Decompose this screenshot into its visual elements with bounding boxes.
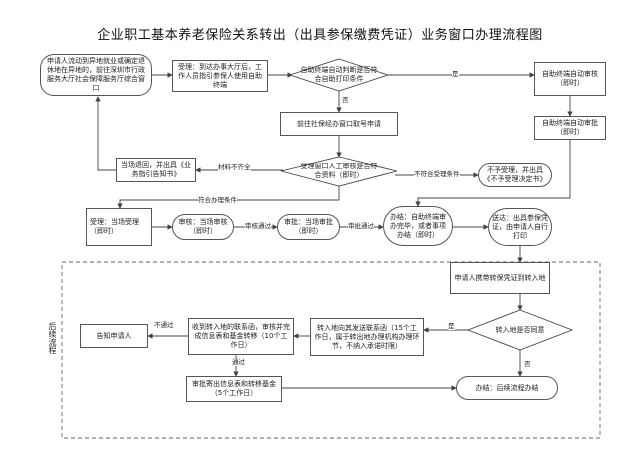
transfer-out-text: 审批寄出信息表和转移基金（5个工作日）	[192, 380, 276, 397]
edge-label-no-1: 否	[342, 96, 349, 104]
decision-transfer-agree	[466, 309, 574, 351]
carry-text: 申请人携带转保凭证到转入地	[454, 273, 546, 282]
decision-self-print-label: 自助终端自动判断是否符合自助打印条件	[300, 65, 378, 85]
guide-node: 当场退回，并出具《业务指引告知书》	[116, 158, 196, 182]
edge-label-materials-incomplete: 材料不齐全	[218, 163, 251, 171]
edge-guide-start	[95, 96, 116, 171]
edge-label-review-pass: 审核通过	[245, 222, 271, 230]
accept2-text: 受理：当场受理（即时）	[90, 218, 139, 235]
decision-manual-review	[280, 156, 398, 187]
transfer-letter-text: 转入地向其发送联系函（15个工作日，属于转出地办理机构办理环节，不纳入承诺时限）	[314, 323, 420, 350]
reject-text: 不予受理，并出具《不予受理决定书》	[483, 166, 547, 183]
receive-node: 收到转入地的联系函，审核并完成信息表和基金转移（10个工作日）	[188, 318, 294, 355]
review-node: 审核：当场审核（即时）	[172, 214, 234, 240]
goto-window-text: 前往社保经办窗口取号申请	[297, 119, 381, 128]
inform-node: 告知申请人	[80, 324, 148, 348]
edge-auto2-done	[415, 140, 571, 207]
auto-approve-text: 自助终端自动审批（即时）	[542, 119, 598, 136]
edge-label-approve-pass: 审批通过	[348, 222, 374, 230]
accept2-node: 受理：当场受理（即时）	[86, 208, 152, 246]
carry-node: 申请人携带转保凭证到转入地	[450, 262, 550, 294]
review-text: 审核：当场审核（即时）	[178, 218, 228, 235]
follow-up-region	[61, 261, 601, 439]
final-text: 办结：后续流程办结	[475, 383, 539, 392]
deliver-text: 送达：出具参保凭证，由申请人自行打印	[492, 213, 548, 240]
receive-text: 收到转入地的联系函，审核并完成信息表和基金转移（10个工作日）	[192, 323, 290, 349]
decision-self-print	[288, 58, 390, 92]
accept-node: 受理：到达办事大厅后，工作人员指引参保人使用自助终端	[172, 60, 268, 92]
done-node: 办结：自助终端审办完毕，或者事项办结（即时）	[383, 206, 453, 246]
decision-transfer-agree-text: 转入地是否同意	[495, 325, 545, 334]
edge-label-no-pass: 不通过	[154, 321, 174, 329]
final-node: 办结：后续流程办结	[456, 376, 558, 400]
decision-self-print-text: 自助终端自动判断是否符合自助打印条件	[300, 66, 378, 83]
edge-label-yes-2: 是	[448, 322, 455, 330]
decision-manual-review-label: 受理窗口人工审核是否符合资料（即时）	[298, 163, 380, 179]
approve-node: 审批：当场审批（即时）	[277, 214, 340, 240]
decision-transfer-agree-label: 转入地是否同意	[482, 324, 558, 336]
page-title: 企业职工基本养老保险关系转出（出具参保缴费凭证）业务窗口办理流程图	[97, 28, 543, 43]
guide-text: 当场退回，并出具《业务指引告知书》	[121, 161, 191, 178]
reject-node: 不予受理，并出具《不予受理决定书》	[478, 163, 552, 187]
accept-node-text: 受理：到达办事大厅后，工作人员指引参保人使用自助终端	[178, 62, 262, 89]
approve-text: 审批：当场审批（即时）	[284, 218, 333, 235]
edge-label-yes-1: 是	[452, 70, 459, 78]
start-node-text: 申请人流动到异地就业或确定退休地在异地的，前往深圳市行政服务大厅社会保障服务厅综…	[47, 57, 145, 92]
edge-label-eligible: 符合办理条件	[198, 196, 237, 204]
start-node: 申请人流动到异地就业或确定退休地在异地的，前往深圳市行政服务大厅社会保障服务厅综…	[40, 54, 152, 96]
auto-review-node: 自助终端自动审核（即时）	[534, 62, 606, 96]
auto-approve-node: 自助终端自动审批（即时）	[534, 116, 606, 140]
decision-manual-review-text: 受理窗口人工审核是否符合资料（即时）	[300, 163, 378, 179]
follow-up-side-label: 后续流程	[48, 322, 57, 354]
deliver-node: 送达：出具参保凭证，由申请人自行打印	[488, 208, 552, 246]
transfer-out-node: 审批寄出信息表和转移基金（5个工作日）	[186, 376, 282, 402]
auto-review-text: 自助终端自动审核（即时）	[542, 70, 598, 87]
edge-label-pass: 通过	[232, 358, 245, 366]
done-text: 办结：自助终端审办完毕，或者事项办结（即时）	[390, 212, 446, 239]
inform-text: 告知申请人	[96, 331, 132, 340]
transfer-letter-node: 转入地向其发送联系函（15个工作日，属于转出地办理机构办理环节，不纳入承诺时限）	[310, 318, 424, 356]
edge-label-not-eligible: 不符合受理条件	[414, 170, 460, 178]
goto-window-node: 前往社保经办窗口取号申请	[280, 112, 398, 136]
edge-label-no-2: 否	[524, 360, 531, 368]
